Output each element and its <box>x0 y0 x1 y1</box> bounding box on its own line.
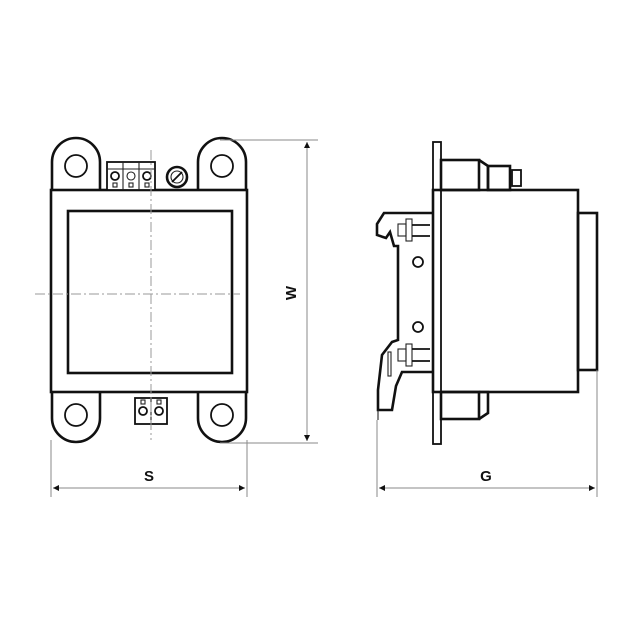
side-view <box>375 141 599 445</box>
mounting-ear-top-right <box>196 136 248 190</box>
rear-protrusion <box>576 211 599 372</box>
dimension-w: W <box>220 139 318 444</box>
transformer-body <box>49 188 249 394</box>
bottom-terminal-profile <box>439 390 490 421</box>
mounting-hole-icon <box>210 154 234 178</box>
din-rail-clip <box>375 211 433 420</box>
dimension-label-s: S <box>144 468 154 485</box>
clip-hole-icon <box>412 321 424 333</box>
core-outline <box>66 209 234 375</box>
screw-icon <box>154 406 164 416</box>
mounting-hole-icon <box>64 403 88 427</box>
mounting-hole-icon <box>210 403 234 427</box>
dimension-s: S <box>50 440 248 497</box>
mounting-ear-bottom-right <box>196 392 248 444</box>
screw-icon <box>138 406 148 416</box>
fuse-holder-icon <box>165 165 189 189</box>
side-body <box>431 188 580 394</box>
mounting-ear-top-left <box>50 136 102 190</box>
terminal-block-top <box>106 161 156 191</box>
front-view <box>35 136 249 444</box>
screw-icon <box>110 171 120 181</box>
dimension-label-w: W <box>283 285 300 300</box>
clip-hole-icon <box>412 256 424 268</box>
mounting-ear-bottom-left <box>50 392 102 444</box>
dimension-g: G <box>376 370 598 497</box>
screw-icon <box>126 171 136 181</box>
dimension-label-g: G <box>480 468 492 485</box>
mounting-hole-icon <box>64 154 88 178</box>
top-terminal-profile <box>439 158 522 192</box>
